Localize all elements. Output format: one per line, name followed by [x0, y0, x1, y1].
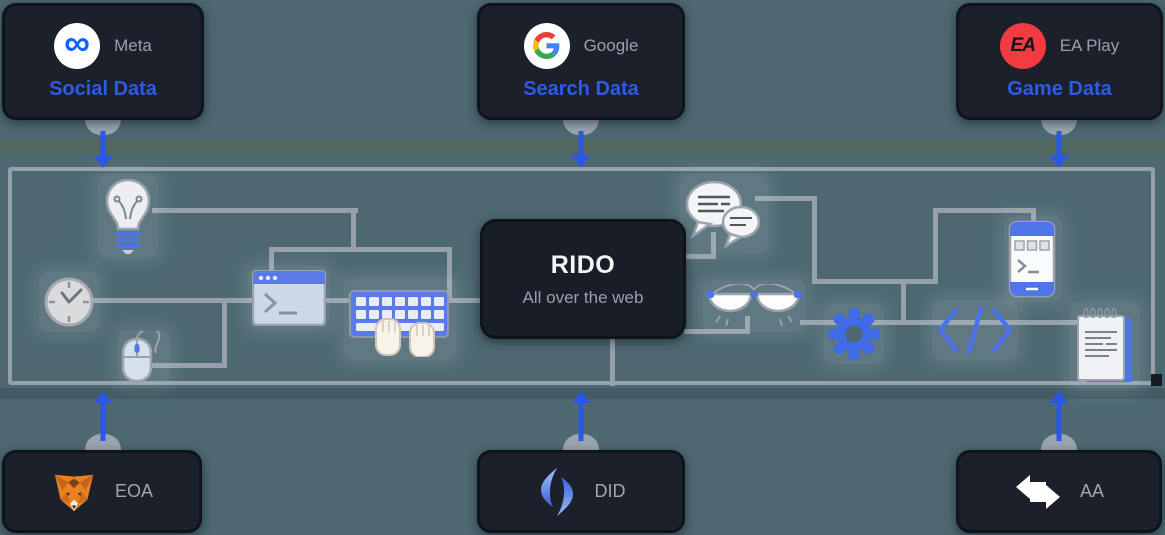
web-activity-band — [8, 167, 1155, 385]
connector-notch — [563, 119, 599, 135]
keyboard-typing-icon — [344, 278, 456, 360]
connector-line — [933, 208, 1035, 213]
connector-line — [351, 208, 356, 252]
lightbulb-icon — [98, 174, 158, 258]
identity-label: EOA — [114, 481, 153, 501]
connector-notch — [1041, 119, 1077, 135]
dark-corner-mark — [1151, 374, 1162, 386]
connector-notch — [1041, 434, 1077, 450]
chat-bubbles-icon — [680, 174, 768, 254]
connector-notch — [85, 119, 121, 135]
rido-node: RIDO All over the web — [480, 219, 686, 339]
connector-line — [269, 247, 274, 275]
connector-line — [812, 279, 938, 284]
connector-line — [610, 336, 615, 386]
down-arrow-icon — [94, 131, 112, 168]
up-arrow-icon — [572, 391, 590, 441]
meta-logo: ∞ — [54, 22, 101, 69]
up-arrow-icon — [94, 391, 112, 441]
code-brackets-icon — [932, 300, 1018, 360]
identity-label: AA — [1079, 481, 1104, 501]
clock-icon — [39, 272, 99, 332]
connector-line — [152, 208, 358, 213]
connector-line — [269, 247, 452, 252]
connector-line — [800, 320, 1080, 325]
connector-notch — [85, 434, 121, 450]
identity-card-did: DID — [477, 450, 685, 533]
mouse-icon — [118, 330, 170, 384]
brand-name: Meta — [114, 35, 152, 55]
identity-label: DID — [594, 481, 626, 501]
ens-logo — [540, 467, 573, 516]
connector-line — [812, 196, 817, 284]
identity-card-eoa: EOA — [2, 450, 202, 533]
metamask-fox-logo — [54, 474, 94, 511]
google-logo — [523, 22, 570, 69]
swap-arrows-icon — [1015, 474, 1060, 509]
ea-logo: EA — [999, 22, 1046, 69]
connector-line — [745, 316, 750, 334]
connector-line — [146, 363, 226, 368]
brand-name: Google — [583, 35, 639, 55]
smartphone-icon — [1004, 216, 1062, 302]
connector-line — [684, 254, 716, 259]
connector-notch — [563, 434, 599, 450]
source-card-meta: ∞ Meta Social Data — [2, 3, 204, 120]
terminal-window-icon — [248, 266, 330, 330]
source-card-ea: EA EA Play Game Data — [956, 3, 1163, 120]
rido-subtitle: All over the web — [522, 287, 644, 307]
data-type-label: Social Data — [49, 77, 157, 100]
identity-card-aa: AA — [956, 450, 1162, 533]
brand-name: EA Play — [1059, 35, 1120, 55]
data-type-label: Search Data — [523, 77, 639, 100]
connector-line — [1031, 208, 1036, 232]
up-arrow-icon — [1050, 391, 1068, 441]
glasses-icon — [702, 280, 806, 332]
gear-icon — [824, 304, 884, 364]
connector-line — [447, 247, 452, 303]
down-arrow-icon — [572, 131, 590, 168]
rido-title: RIDO — [550, 250, 616, 279]
connector-line — [222, 300, 227, 368]
notepad-icon — [1070, 302, 1140, 390]
connector-line — [933, 208, 938, 284]
down-arrow-icon — [1050, 131, 1068, 168]
connector-line — [711, 232, 716, 259]
source-card-google: Google Search Data — [477, 3, 685, 120]
connector-line — [755, 196, 817, 201]
data-type-label: Game Data — [1007, 77, 1112, 100]
connector-line — [901, 281, 906, 323]
connector-line — [684, 329, 750, 334]
